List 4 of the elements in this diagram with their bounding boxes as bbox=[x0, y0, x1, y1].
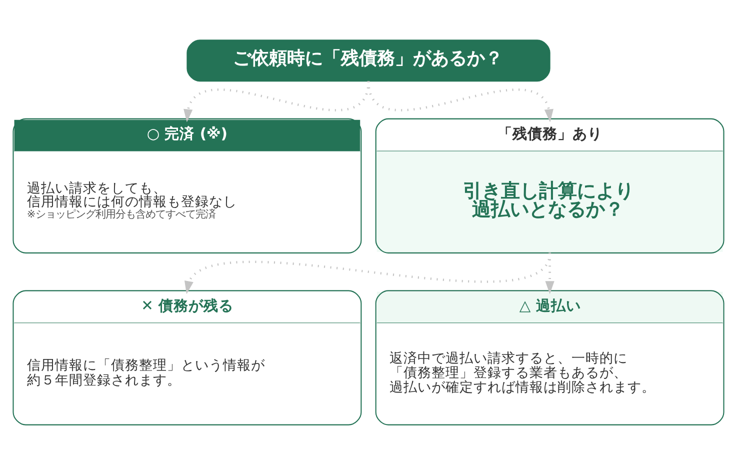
arrow bbox=[366, 80, 553, 122]
arrow bbox=[184, 252, 550, 294]
arrow bbox=[544, 252, 554, 294]
node-box: ご依頼時に「残債務」があるか？ bbox=[186, 40, 550, 82]
